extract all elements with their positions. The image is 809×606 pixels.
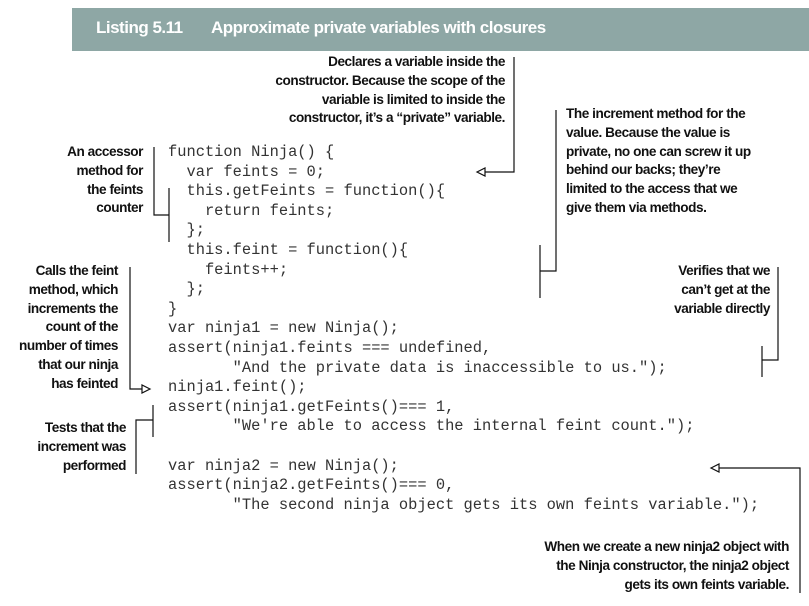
code-line: "And the private data is inaccessible to… bbox=[168, 358, 667, 377]
code-line: var ninja1 = new Ninja(); bbox=[168, 319, 399, 338]
listing-header: Listing 5.11 Approximate private variabl… bbox=[72, 8, 809, 51]
code-line: return feints; bbox=[168, 201, 335, 220]
code-line: "We're able to access the internal feint… bbox=[168, 417, 695, 436]
code-line: assert(ninja1.feints === undefined, bbox=[168, 338, 492, 357]
code-line: assert(ninja1.getFeints()=== 1, bbox=[168, 397, 455, 416]
callout-tests-line bbox=[135, 419, 153, 474]
code-line: this.getFeints = function(){ bbox=[168, 182, 446, 201]
code-line: "The second ninja object gets its own fe… bbox=[168, 495, 760, 514]
annotation-increment: The increment method for the value. Beca… bbox=[566, 106, 751, 215]
callout-increment-line bbox=[540, 110, 557, 272]
code-line: }; bbox=[168, 280, 205, 299]
callout-declares-line bbox=[484, 57, 515, 173]
code-line: var feints = 0; bbox=[168, 162, 326, 181]
annotation-tests: Tests that the increment was performed bbox=[37, 420, 126, 473]
code-line: ninja1.feint(); bbox=[168, 378, 307, 397]
code-line: function Ninja() { bbox=[168, 143, 335, 161]
arrow-icon bbox=[709, 463, 720, 473]
listing-number: Listing 5.11 bbox=[96, 18, 183, 37]
callout-verifies-line bbox=[762, 267, 779, 361]
annotation-verifies: Verifies that we can’t get at the variab… bbox=[674, 263, 770, 316]
arrow-icon bbox=[475, 167, 486, 177]
callout-ninja2-line bbox=[719, 467, 801, 593]
code-line: feints++; bbox=[168, 260, 289, 279]
annotation-ninja2: When we create a new ninja2 object with … bbox=[544, 539, 789, 592]
callout-calls-line bbox=[129, 267, 142, 390]
listing-title: Approximate private variables with closu… bbox=[211, 18, 546, 37]
callout-accessor-line bbox=[153, 147, 169, 216]
annotation-calls: Calls the feint method, which increments… bbox=[19, 263, 118, 391]
code-line: } bbox=[168, 299, 178, 318]
annotation-accessor: An accessor method for the feints counte… bbox=[67, 144, 143, 216]
annotation-declares: Declares a variable inside the construct… bbox=[275, 54, 505, 126]
code-line: assert(ninja2.getFeints()=== 0, bbox=[168, 476, 455, 495]
arrow-icon bbox=[141, 384, 152, 394]
code-line: var ninja2 = new Ninja(); bbox=[168, 456, 399, 475]
code-block: function Ninja() { var feints = 0; this.… bbox=[168, 143, 759, 515]
code-line: }; bbox=[168, 221, 205, 240]
code-line: this.feint = function(){ bbox=[168, 240, 409, 259]
